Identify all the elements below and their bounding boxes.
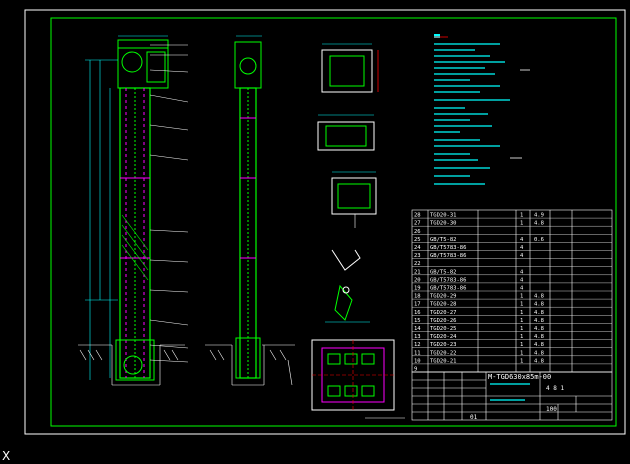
row-no: 11 <box>414 350 421 356</box>
row-no: 20 <box>414 277 421 283</box>
row-qty: 1 <box>520 294 523 300</box>
row-code: GB/T5783-86 <box>430 245 466 251</box>
row-no: 23 <box>414 253 421 259</box>
row-qty: 1 <box>520 342 523 348</box>
row-no: 25 <box>414 237 421 243</box>
row-no: 28 <box>414 213 421 219</box>
row-weight: 0.6 <box>534 237 544 243</box>
part-number: 01 <box>470 414 478 421</box>
row-qty: 1 <box>520 213 523 219</box>
sheet-info: 4 8 1 <box>546 385 565 392</box>
row-weight: 4.8 <box>534 350 544 356</box>
row-no: 13 <box>414 334 421 340</box>
row-code: TGD20-23 <box>430 342 457 348</box>
row-no: 14 <box>414 326 421 332</box>
row-no: 9 <box>414 367 417 373</box>
row-no: 18 <box>414 294 421 300</box>
row-code: GB/T5783-86 <box>430 286 466 292</box>
row-qty: 1 <box>520 318 523 324</box>
row-qty: 4 <box>520 286 524 292</box>
row-weight: 4.8 <box>534 221 544 227</box>
row-weight: 4.8 <box>534 342 544 348</box>
row-qty: 1 <box>520 302 523 308</box>
row-no: 27 <box>414 221 421 227</box>
row-code: TGD20-27 <box>430 310 457 316</box>
row-code: TGD20-21 <box>430 358 457 364</box>
row-weight: 4.8 <box>534 318 544 324</box>
row-no: 26 <box>414 229 421 235</box>
row-code: TGD20-22 <box>430 350 457 356</box>
row-weight: 4.9 <box>534 213 544 219</box>
row-code: GB/T5-82 <box>430 237 457 243</box>
section-views <box>317 43 379 323</box>
row-no: 19 <box>414 286 421 292</box>
title-block-marks <box>490 383 530 401</box>
row-weight: 4.8 <box>534 358 544 364</box>
row-code: GB/T5783-86 <box>430 253 466 259</box>
drawing-scale: 100 <box>546 406 557 413</box>
row-code: TGD20-29 <box>430 294 457 300</box>
row-weight: 4.8 <box>534 334 544 340</box>
row-no: 15 <box>414 318 421 324</box>
row-qty: 1 <box>520 326 523 332</box>
row-code: TGD20-30 <box>430 221 457 227</box>
elevator-front-view <box>78 35 189 386</box>
row-code: TGD20-26 <box>430 318 457 324</box>
row-no: 21 <box>414 269 421 275</box>
row-qty: 4 <box>520 253 524 259</box>
row-qty: 4 <box>520 269 524 275</box>
row-qty: 1 <box>520 221 523 227</box>
row-no: 22 <box>414 261 421 267</box>
drawing-code: M-TGD630x85m-00 <box>488 373 552 381</box>
row-no: 12 <box>414 342 421 348</box>
row-qty: 4 <box>520 277 524 283</box>
row-no: 24 <box>414 245 421 251</box>
row-code: TGD20-28 <box>430 302 457 308</box>
technical-notes <box>434 34 530 185</box>
row-qty: 1 <box>520 350 523 356</box>
row-code: TGD20-31 <box>430 213 457 219</box>
row-weight: 4.8 <box>534 302 544 308</box>
elevator-side-view <box>205 35 295 386</box>
foundation-plan <box>311 339 405 419</box>
inner-frame <box>50 17 617 427</box>
row-no: 16 <box>414 310 421 316</box>
row-qty: 4 <box>520 245 524 251</box>
outer-frame <box>24 9 626 435</box>
row-qty: 4 <box>520 237 524 243</box>
row-weight: 4.8 <box>534 294 544 300</box>
row-code: GB/T5-82 <box>430 269 457 275</box>
row-weight: 4.8 <box>534 326 544 332</box>
ucs-axis-marker: X <box>2 449 11 463</box>
row-weight: 4.8 <box>534 310 544 316</box>
title-block <box>411 371 613 421</box>
row-qty: 1 <box>520 358 523 364</box>
row-code: TGD20-25 <box>430 326 457 332</box>
row-code: GB/T5783-86 <box>430 277 466 283</box>
row-no: 17 <box>414 302 421 308</box>
row-qty: 1 <box>520 310 523 316</box>
row-code: TGD20-24 <box>430 334 457 340</box>
row-no: 10 <box>414 358 421 364</box>
row-qty: 1 <box>520 334 523 340</box>
